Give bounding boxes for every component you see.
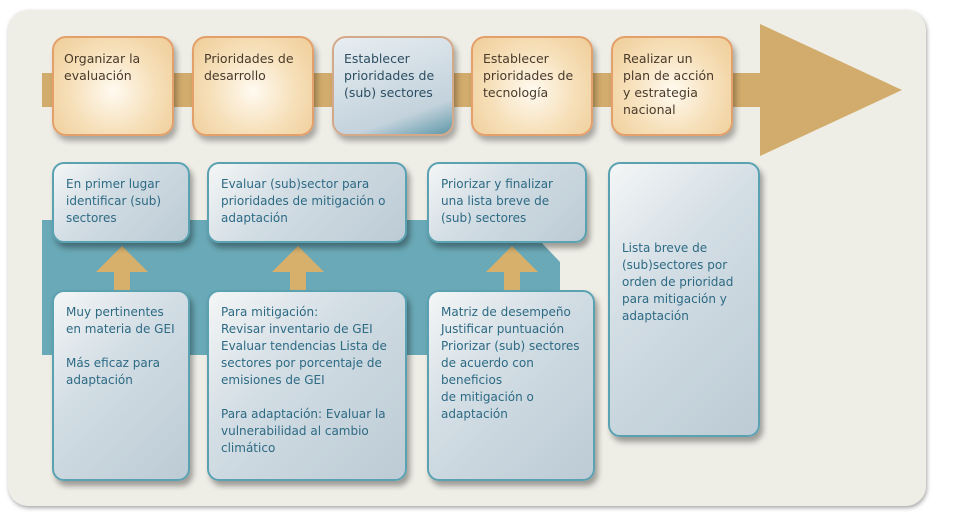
detail-text: Más eficaz para adaptación [66, 356, 161, 387]
up-arrow-1 [96, 246, 148, 291]
step-development-priorities: Prioridades de desarrollo [192, 36, 314, 136]
goal-identify: En primer lugar identificar (sub) sector… [52, 162, 190, 243]
goal-prioritize: Priorizar y finalizar una lista breve de… [427, 162, 587, 243]
goal-evaluate: Evaluar (sub)sector para prioridades de … [207, 162, 407, 243]
detail-identify: Muy pertinentes en materia de GEI Más ef… [52, 290, 190, 481]
step-technology-priorities: Establecer prioridades de tecnología [471, 36, 593, 136]
up-arrow-2 [272, 246, 324, 291]
step-action-plan: Realizar un plan de acción y estrategia … [611, 36, 733, 136]
detail-text: Matriz de desempeño Justificar puntuació… [441, 305, 580, 421]
detail-text: Para mitigación: Revisar inventario de G… [221, 305, 387, 387]
detail-prioritize: Matriz de desempeño Justificar puntuació… [427, 290, 595, 481]
process-arrow-head [760, 24, 902, 156]
step-organize: Organizar la evaluación [52, 36, 174, 136]
output-shortlist: Lista breve de (sub)sectores por orden d… [608, 162, 760, 437]
detail-evaluate: Para mitigación: Revisar inventario de G… [207, 290, 407, 481]
up-arrow-3 [486, 246, 538, 291]
step-sector-priorities: Establecer prioridades de (sub) sectores [332, 36, 454, 136]
detail-text: Para adaptación: Evaluar la vulnerabilid… [221, 407, 386, 455]
detail-text: Muy pertinentes en materia de GEI [66, 305, 175, 336]
